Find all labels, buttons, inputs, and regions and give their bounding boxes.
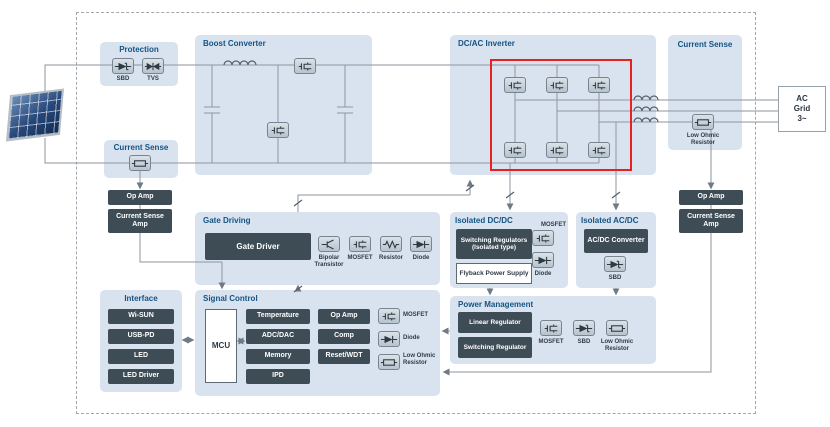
highlight-box — [490, 59, 632, 171]
linear-regulator-button[interactable]: Linear Regulator — [458, 312, 532, 333]
comp-button[interactable]: Comp — [318, 329, 370, 344]
resistor-label: Resistor — [378, 255, 403, 261]
title-power-management: Power Management — [458, 300, 534, 309]
title-current-sense-top: Current Sense — [677, 40, 733, 49]
mosfet-label: MOSFET — [538, 339, 564, 345]
low-ohmic-resistor-icon — [129, 155, 151, 171]
diode-label: Diode — [412, 255, 430, 261]
title-signal-control: Signal Control — [203, 294, 258, 303]
mosfet-label: MOSFET — [541, 222, 566, 228]
wi-sun-button[interactable]: Wi-SUN — [108, 309, 174, 324]
usb-pd-button[interactable]: USB-PD — [108, 329, 174, 344]
diode-icon — [532, 252, 554, 268]
tvs-diode-icon — [142, 58, 164, 74]
op-amp-button-left[interactable]: Op Amp — [108, 190, 172, 205]
mosfet-icon — [378, 308, 400, 324]
sbd-diode-icon — [112, 58, 134, 74]
resistor-icon — [380, 236, 402, 252]
low-ohmic-resistor-label: Low Ohmic Resistor — [600, 339, 634, 352]
title-isolated-acdc: Isolated AC/DC — [581, 216, 639, 225]
diode-label: Diode — [534, 271, 552, 277]
title-protection: Protection — [119, 45, 159, 54]
ac-grid-box: AC Grid 3~ — [778, 86, 826, 132]
current-sense-amp-button-right[interactable]: Current Sense Amp — [679, 209, 743, 233]
adc-dac-button[interactable]: ADC/DAC — [246, 329, 310, 344]
current-sense-amp-button-left[interactable]: Current Sense Amp — [108, 209, 172, 233]
ac-grid-line1: AC — [796, 94, 808, 103]
title-dcac-inverter: DC/AC Inverter — [458, 39, 515, 48]
led-driver-button[interactable]: LED Driver — [108, 369, 174, 384]
diode-label: Diode — [403, 335, 420, 341]
acdc-converter-button[interactable]: AC/DC Converter — [584, 229, 648, 253]
title-gate-driving: Gate Driving — [203, 216, 251, 225]
mosfet-icon — [532, 230, 554, 246]
title-boost-converter: Boost Converter — [203, 39, 266, 48]
bipolar-transistor-label: Bipolar Transistor — [314, 255, 344, 268]
low-ohmic-resistor-icon — [692, 114, 714, 130]
diode-icon — [378, 331, 400, 347]
sbd-label: SBD — [116, 76, 130, 82]
switching-regulators-isolated-button[interactable]: Switching Regulators (Isolated type) — [456, 229, 532, 259]
low-ohmic-resistor-label: Low Ohmic Resistor — [686, 133, 720, 146]
flyback-power-supply-box[interactable]: Flyback Power Supply — [456, 263, 532, 284]
title-isolated-dcdc: Isolated DC/DC — [455, 216, 513, 225]
mosfet-icon — [294, 58, 316, 74]
bipolar-transistor-icon — [318, 236, 340, 252]
low-ohmic-resistor-icon — [378, 354, 400, 370]
sbd-diode-icon — [604, 256, 626, 272]
sbd-label: SBD — [577, 339, 591, 345]
low-ohmic-resistor-icon — [606, 320, 628, 336]
led-button[interactable]: LED — [108, 349, 174, 364]
panel-current-sense-top — [668, 35, 742, 150]
op-amp-button-right[interactable]: Op Amp — [679, 190, 743, 205]
ipd-button[interactable]: IPD — [246, 369, 310, 384]
ac-grid-line2: Grid — [793, 104, 811, 113]
mcu-box[interactable]: MCU — [205, 309, 237, 383]
panel-boost-converter — [195, 35, 372, 175]
title-current-sense-left: Current Sense — [113, 143, 169, 152]
mosfet-icon — [349, 236, 371, 252]
ac-grid-line3: 3~ — [797, 114, 807, 123]
diode-icon — [410, 236, 432, 252]
sbd-diode-icon — [573, 320, 595, 336]
low-ohmic-resistor-label: Low Ohmic Resistor — [403, 353, 436, 366]
mosfet-label: MOSFET — [403, 312, 428, 318]
mosfet-label: MOSFET — [347, 255, 373, 261]
memory-button[interactable]: Memory — [246, 349, 310, 364]
mosfet-icon — [267, 122, 289, 138]
title-interface: Interface — [124, 294, 158, 303]
switching-regulator-button[interactable]: Switching Regulator — [458, 337, 532, 358]
op-amp-button-sc[interactable]: Op Amp — [318, 309, 370, 324]
mosfet-icon — [540, 320, 562, 336]
solar-panel — [5, 88, 65, 142]
system-boundary — [76, 12, 756, 414]
reset-wdt-button[interactable]: Reset/WDT — [318, 349, 370, 364]
tvs-label: TVS — [147, 76, 159, 82]
temperature-button[interactable]: Temperature — [246, 309, 310, 324]
sbd-label: SBD — [608, 275, 622, 281]
gate-driver-button[interactable]: Gate Driver — [205, 233, 311, 260]
